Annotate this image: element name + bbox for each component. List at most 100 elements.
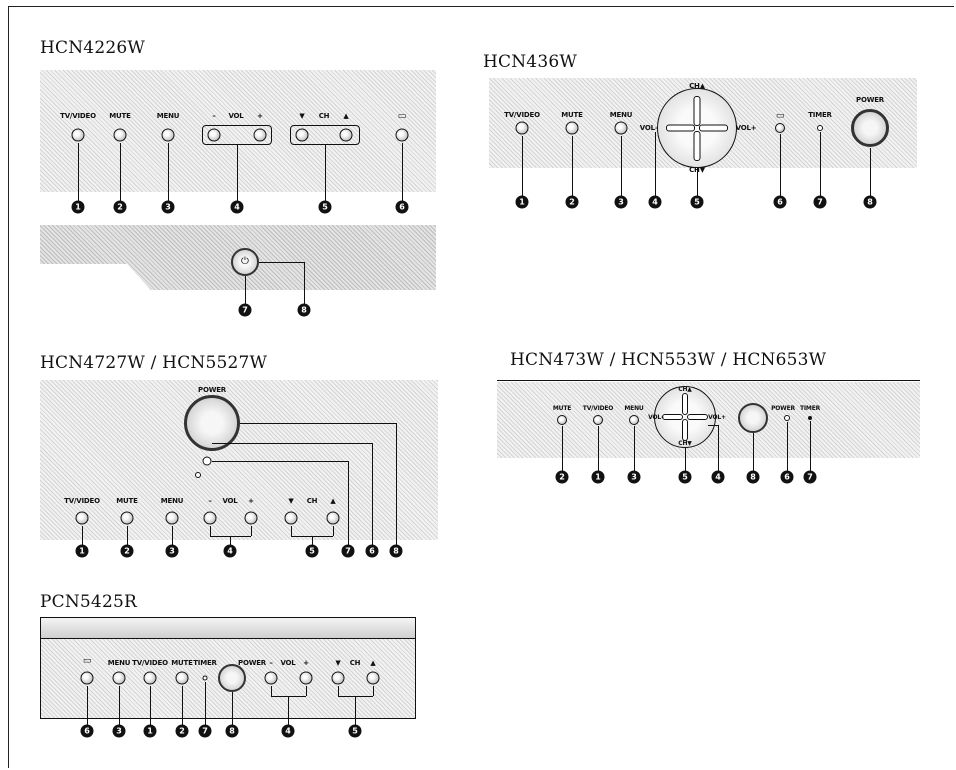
leader-line [562,426,563,471]
leader-line [306,686,307,696]
callout-number: 1 [143,724,157,738]
remote-sensor [784,415,790,421]
label-vol-plus: + [248,497,254,505]
vol-plus-button[interactable] [699,124,728,132]
leader-line [245,276,246,304]
power-button[interactable] [851,109,889,147]
ch-up-button[interactable] [682,393,688,415]
section-title-pcn5425r: PCN5425R [40,592,137,612]
mute-button[interactable] [175,671,189,685]
leader-line [402,143,403,203]
power-button[interactable] [738,403,768,433]
leader-line [212,461,348,462]
ch-down-button[interactable] [682,419,688,441]
menu-button[interactable] [614,121,628,135]
label-ch-up: ▲ [343,112,349,120]
ch-up-button[interactable] [339,128,353,142]
vol-minus-button[interactable] [264,671,278,685]
leader-line [230,536,231,546]
vol-plus-button[interactable] [244,511,258,525]
vol-minus-button[interactable] [666,124,695,132]
remote-sensor [202,456,212,466]
ch-up-button[interactable] [693,96,701,126]
label-tv-video: TV/VIDEO [64,497,100,505]
ch-down-button[interactable] [284,511,298,525]
menu-button[interactable] [112,671,126,685]
vol-plus-button[interactable] [299,671,313,685]
section-title-hcn473w: HCN473W / HCN553W / HCN653W [510,350,827,370]
leader-line [787,422,788,471]
label-tv-video: TV/VIDEO [132,659,168,667]
vol-minus-button[interactable] [207,128,221,142]
ch-up-button[interactable] [326,511,340,525]
label-ch: CH [349,659,361,667]
label-power: POWER [856,96,884,104]
leader-line [182,686,183,726]
section-title-hcn4226w: HCN4226W [40,38,146,58]
callout-number: 6 [365,544,379,558]
label-ch-down: ▼ [299,112,305,120]
callout-number: 1 [71,200,85,214]
vol-minus-button[interactable] [203,511,217,525]
mute-button[interactable] [557,415,567,425]
ch-down-button[interactable] [295,128,309,142]
label-vol: VOL [228,112,244,120]
leader-line [810,421,811,471]
input-icon: ▭ [775,111,785,121]
menu-button[interactable] [161,128,175,142]
callout-number: 6 [780,470,794,484]
callout-number: 5 [305,544,319,558]
callout-number: 7 [813,195,827,209]
callout-number: 2 [175,724,189,738]
leader-line [87,686,88,726]
ch-down-button[interactable] [693,131,701,161]
leader-line [120,143,121,203]
vol-minus-button[interactable] [662,414,683,420]
mute-button[interactable] [113,128,127,142]
vol-plus-button[interactable] [687,414,708,420]
label-ch-down: ▼ [288,497,294,505]
tv-video-button[interactable] [515,121,529,135]
ch-down-button[interactable] [331,671,345,685]
label-timer: TIMER [799,405,821,412]
leader-line [655,132,656,198]
label-mute: MUTE [552,405,572,412]
tv-video-button[interactable] [143,671,157,685]
tv-video-button[interactable] [71,128,85,142]
menu-button[interactable] [165,511,179,525]
mute-button[interactable] [565,121,579,135]
leader-line [522,136,523,198]
power-button[interactable] [218,664,246,692]
leader-line [291,526,292,536]
callout-number: 7 [198,724,212,738]
vol-plus-button[interactable] [253,128,267,142]
label-power: POWER [238,659,266,667]
power-button[interactable] [184,395,240,451]
leader-line [168,143,169,203]
mute-button[interactable] [120,511,134,525]
section-title-hcn4727w: HCN4727W / HCN5527W [40,353,268,373]
ch-up-button[interactable] [366,671,380,685]
input-button[interactable] [775,123,785,133]
callout-number: 1 [75,544,89,558]
input-button[interactable] [395,128,409,142]
leader-line [259,262,304,263]
callout-number: 8 [225,724,239,738]
power-button[interactable] [231,248,259,276]
leader-line [251,526,252,536]
label-tv-video: TV/VIDEO [582,405,614,412]
leader-line [373,686,374,696]
tv-video-button[interactable] [593,415,603,425]
label-vol-plus: VOL+ [735,124,757,132]
label-power: POWER [771,405,795,412]
front-panel-hcn4727w [40,380,438,540]
input-button[interactable] [80,671,94,685]
callout-number: 4 [230,200,244,214]
callout-number: 4 [711,470,725,484]
tv-video-button[interactable] [75,511,89,525]
callout-number: 8 [389,544,403,558]
menu-button[interactable] [629,415,639,425]
leader-line [210,526,211,536]
callout-number: 2 [113,200,127,214]
callout-number: 3 [112,724,126,738]
